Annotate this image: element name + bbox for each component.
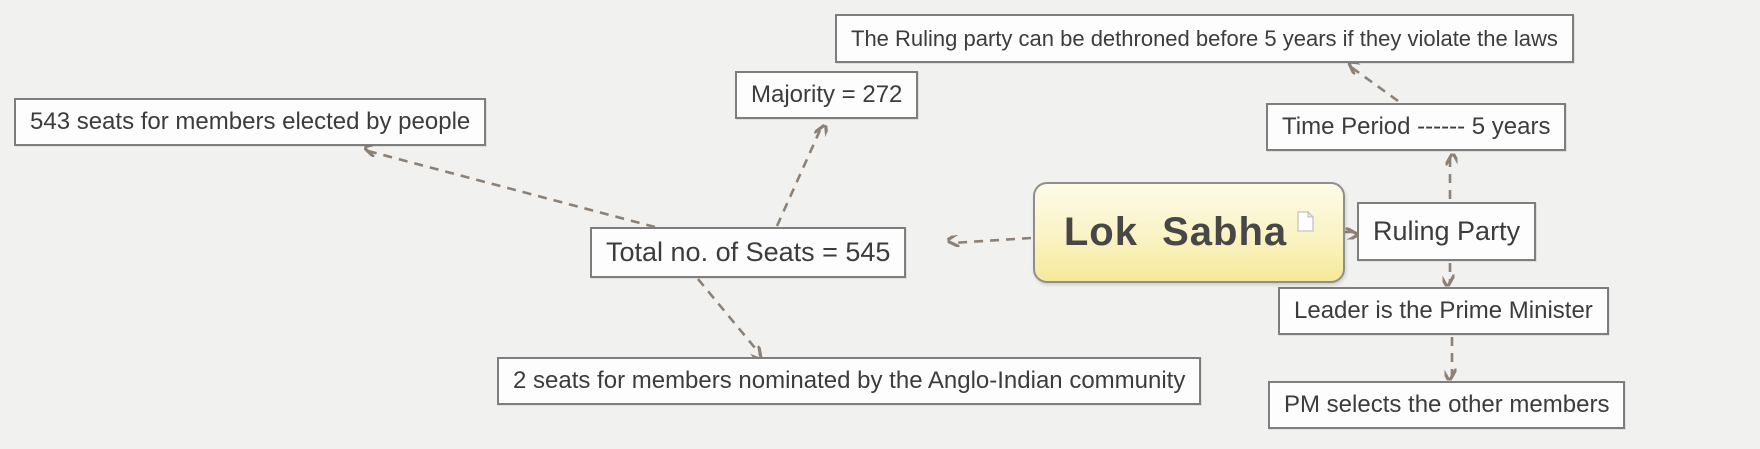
edge-time-period-to-dethroned: [1351, 67, 1399, 103]
node-leader-prime-minister[interactable]: Leader is the Prime Minister: [1278, 287, 1609, 335]
node-total-seats[interactable]: Total no. of Seats = 545: [590, 227, 907, 279]
node-dethroned-rule[interactable]: The Ruling party can be dethroned before…: [835, 14, 1574, 64]
node-anglo-indian-seats[interactable]: 2 seats for members nominated by the Ang…: [497, 357, 1202, 405]
node-543-seats-elected[interactable]: 543 seats for members elected by people: [14, 98, 487, 146]
node-majority[interactable]: Majority = 272: [735, 71, 919, 119]
node-pm-selects-members[interactable]: PM selects the other members: [1268, 381, 1626, 429]
node-lok-sabha-root[interactable]: Lok Sabha: [1033, 182, 1345, 283]
node-ruling-party[interactable]: Ruling Party: [1357, 202, 1537, 262]
edge-total-to-543-seats: [368, 151, 656, 229]
edge-loksabha-to-total: [952, 238, 1032, 243]
root-label: Lok Sabha: [1063, 210, 1288, 254]
node-time-period[interactable]: Time Period ------ 5 years: [1266, 103, 1567, 151]
edge-total-to-anglo-indian: [696, 278, 760, 354]
note-icon: [1297, 210, 1315, 237]
edge-total-to-majority: [775, 128, 821, 227]
